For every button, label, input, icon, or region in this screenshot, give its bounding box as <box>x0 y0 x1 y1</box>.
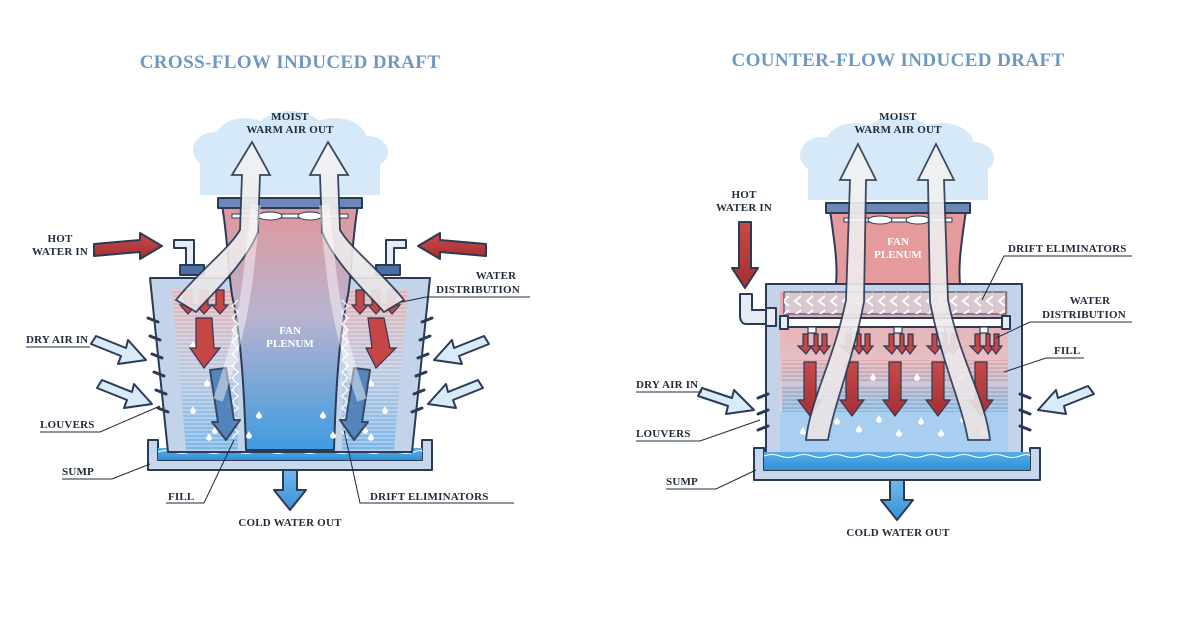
fan-icon <box>843 215 953 225</box>
hot-water-in-arrow-left <box>93 232 163 260</box>
crossflow-diagram: CROSS-FLOW INDUCED DRAFT <box>26 52 530 529</box>
dry-air-in-label: DRY AIR IN <box>636 379 698 391</box>
hot-water-in-arrow-right <box>417 232 487 260</box>
distribution-pipe <box>783 317 1007 328</box>
cold-flow-arrow-left <box>209 367 241 441</box>
water-distribution-label-line1: WATER <box>476 270 517 282</box>
warm-air-out-arrow-right <box>916 141 991 441</box>
cold-flow-arrow-right <box>339 367 371 441</box>
louvers-right <box>410 316 434 414</box>
hot-water-pipe-right <box>375 239 407 276</box>
louvers-label: LOUVERS <box>40 419 95 431</box>
cold-water-out-label: COLD WATER OUT <box>846 527 950 539</box>
hot-water-label-line2: WATER IN <box>716 202 772 214</box>
fan-stack-rim <box>825 202 971 214</box>
hot-water-label-line1: HOT <box>731 189 757 201</box>
louvers-label: LOUVERS <box>636 428 691 440</box>
fill-label: FILL <box>168 491 194 503</box>
sump-basin <box>147 439 433 471</box>
moist-air-label-line2: WARM AIR OUT <box>246 124 334 136</box>
hot-water-inlet-pipe <box>739 293 777 327</box>
hot-water-label-line2: WATER IN <box>32 246 88 258</box>
cold-water-out-label: COLD WATER OUT <box>238 517 342 529</box>
fan-plenum-label-line1: FAN <box>279 325 301 337</box>
sump-label: SUMP <box>666 476 698 488</box>
water-distribution-label-line2: DISTRIBUTION <box>436 284 520 296</box>
cold-water-out-arrow <box>273 469 307 511</box>
water-distribution-label-line2: DISTRIBUTION <box>1042 309 1126 321</box>
warm-air-out-arrow-right <box>308 140 406 314</box>
counterflow-diagram: COUNTER-FLOW INDUCED DRAFT <box>636 50 1132 539</box>
fill-label: FILL <box>1054 345 1080 357</box>
steam-cloud <box>800 116 994 200</box>
counterflow-title: COUNTER-FLOW INDUCED DRAFT <box>731 50 1064 71</box>
drift-eliminators-label: DRIFT ELIMINATORS <box>370 491 489 503</box>
moist-air-label-line1: MOIST <box>271 111 309 123</box>
warm-air-out-arrow-left <box>805 141 878 441</box>
warm-air-out-arrow-left <box>174 140 272 314</box>
louvers-left <box>146 316 170 414</box>
dry-air-in-arrow-right <box>1037 385 1095 415</box>
louvers-right <box>1018 392 1032 432</box>
dry-air-in-arrow-left <box>697 387 755 415</box>
fan-stack-rim <box>217 197 363 209</box>
hot-water-pipe-left <box>173 239 205 276</box>
steam-cloud <box>193 111 388 195</box>
louvers-left <box>756 392 770 432</box>
sump-label: SUMP <box>62 466 94 478</box>
fan-plenum-label-line1: FAN <box>887 236 909 248</box>
dry-air-in-arrows-left <box>90 335 153 409</box>
fan-plenum-label-line2: PLENUM <box>266 338 314 350</box>
moist-air-label-line2: WARM AIR OUT <box>854 124 942 136</box>
hot-water-label-line1: HOT <box>47 233 73 245</box>
cold-water-out-arrow <box>880 479 914 521</box>
fan-plenum-label-line2: PLENUM <box>874 249 922 261</box>
dry-air-in-arrows-right <box>427 335 490 409</box>
water-distribution-label-line1: WATER <box>1070 295 1111 307</box>
moist-air-label-line1: MOIST <box>879 111 917 123</box>
drift-eliminators-label: DRIFT ELIMINATORS <box>1008 243 1127 255</box>
hot-water-in-arrow <box>731 221 759 289</box>
dry-air-in-label: DRY AIR IN <box>26 334 88 346</box>
crossflow-title: CROSS-FLOW INDUCED DRAFT <box>140 52 441 73</box>
